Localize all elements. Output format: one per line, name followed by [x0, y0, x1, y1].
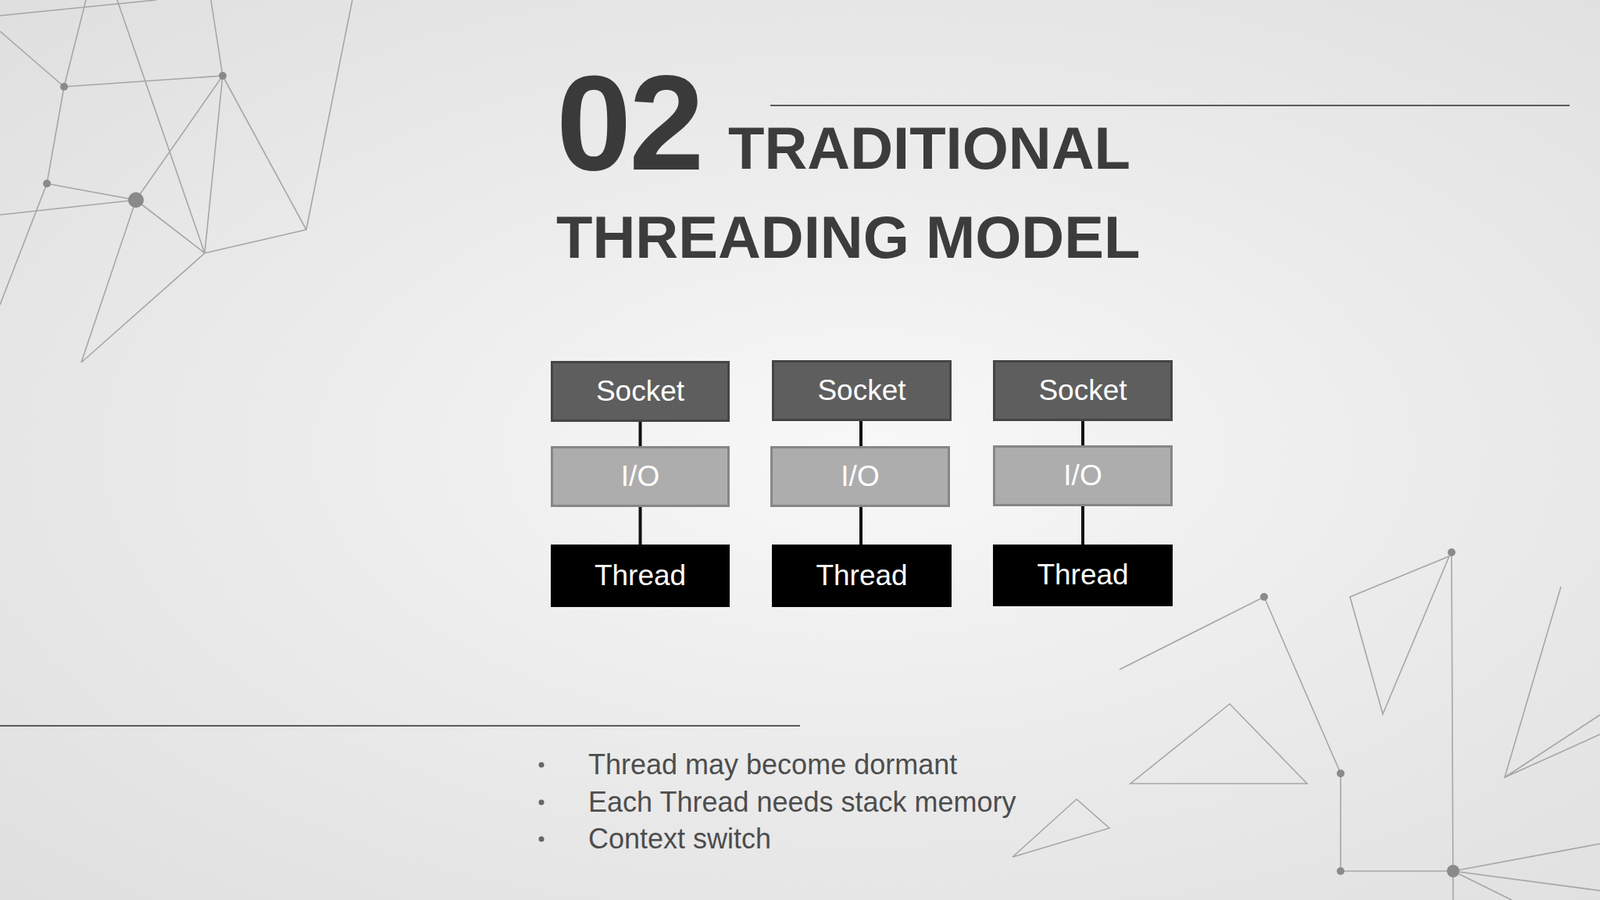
thread-box: Thread	[771, 544, 952, 608]
box-label: Thread	[1036, 557, 1129, 593]
thread-box: Thread	[550, 544, 730, 608]
bullet-text: Thread may become dormant	[588, 746, 958, 783]
connector-line	[859, 421, 863, 447]
bullet-dot	[539, 762, 545, 768]
network-dot	[218, 71, 227, 80]
title-rule	[770, 104, 1570, 107]
connector-line	[639, 421, 643, 447]
box-label: Socket	[596, 374, 685, 409]
box-label: Thread	[815, 558, 908, 593]
box-label: I/O	[840, 459, 879, 494]
network-dot	[128, 192, 144, 208]
socket-box: Socket	[550, 360, 730, 422]
connector-line	[1081, 421, 1085, 446]
box-label: Socket	[817, 373, 906, 408]
footer-rule	[0, 725, 800, 727]
network-dot	[1260, 592, 1268, 601]
network-dot	[1447, 548, 1456, 557]
thread-box: Thread	[992, 544, 1173, 607]
io-box: I/O	[770, 446, 950, 508]
network-dot	[1336, 769, 1345, 778]
network-dot	[42, 179, 51, 188]
network-dot	[1446, 864, 1460, 878]
io-box: I/O	[992, 445, 1173, 507]
connector-line	[1081, 506, 1085, 545]
io-box: I/O	[550, 446, 730, 508]
bullet-text: Each Thread needs stack memory	[588, 784, 1017, 821]
network-dot	[1336, 867, 1345, 875]
box-label: Socket	[1038, 373, 1127, 408]
box-label: I/O	[621, 459, 660, 494]
box-label: Thread	[594, 558, 686, 593]
network-dot	[60, 82, 68, 91]
section-number: 02	[556, 55, 702, 191]
box-label: I/O	[1063, 458, 1102, 493]
socket-box: Socket	[771, 360, 952, 422]
bullet-text: Context switch	[588, 821, 772, 858]
socket-box: Socket	[992, 360, 1173, 422]
bullet-dot	[539, 836, 545, 843]
connector-line	[639, 507, 643, 545]
network-lines	[0, 0, 353, 363]
bullet-dot	[539, 800, 545, 806]
connector-line	[859, 507, 863, 545]
